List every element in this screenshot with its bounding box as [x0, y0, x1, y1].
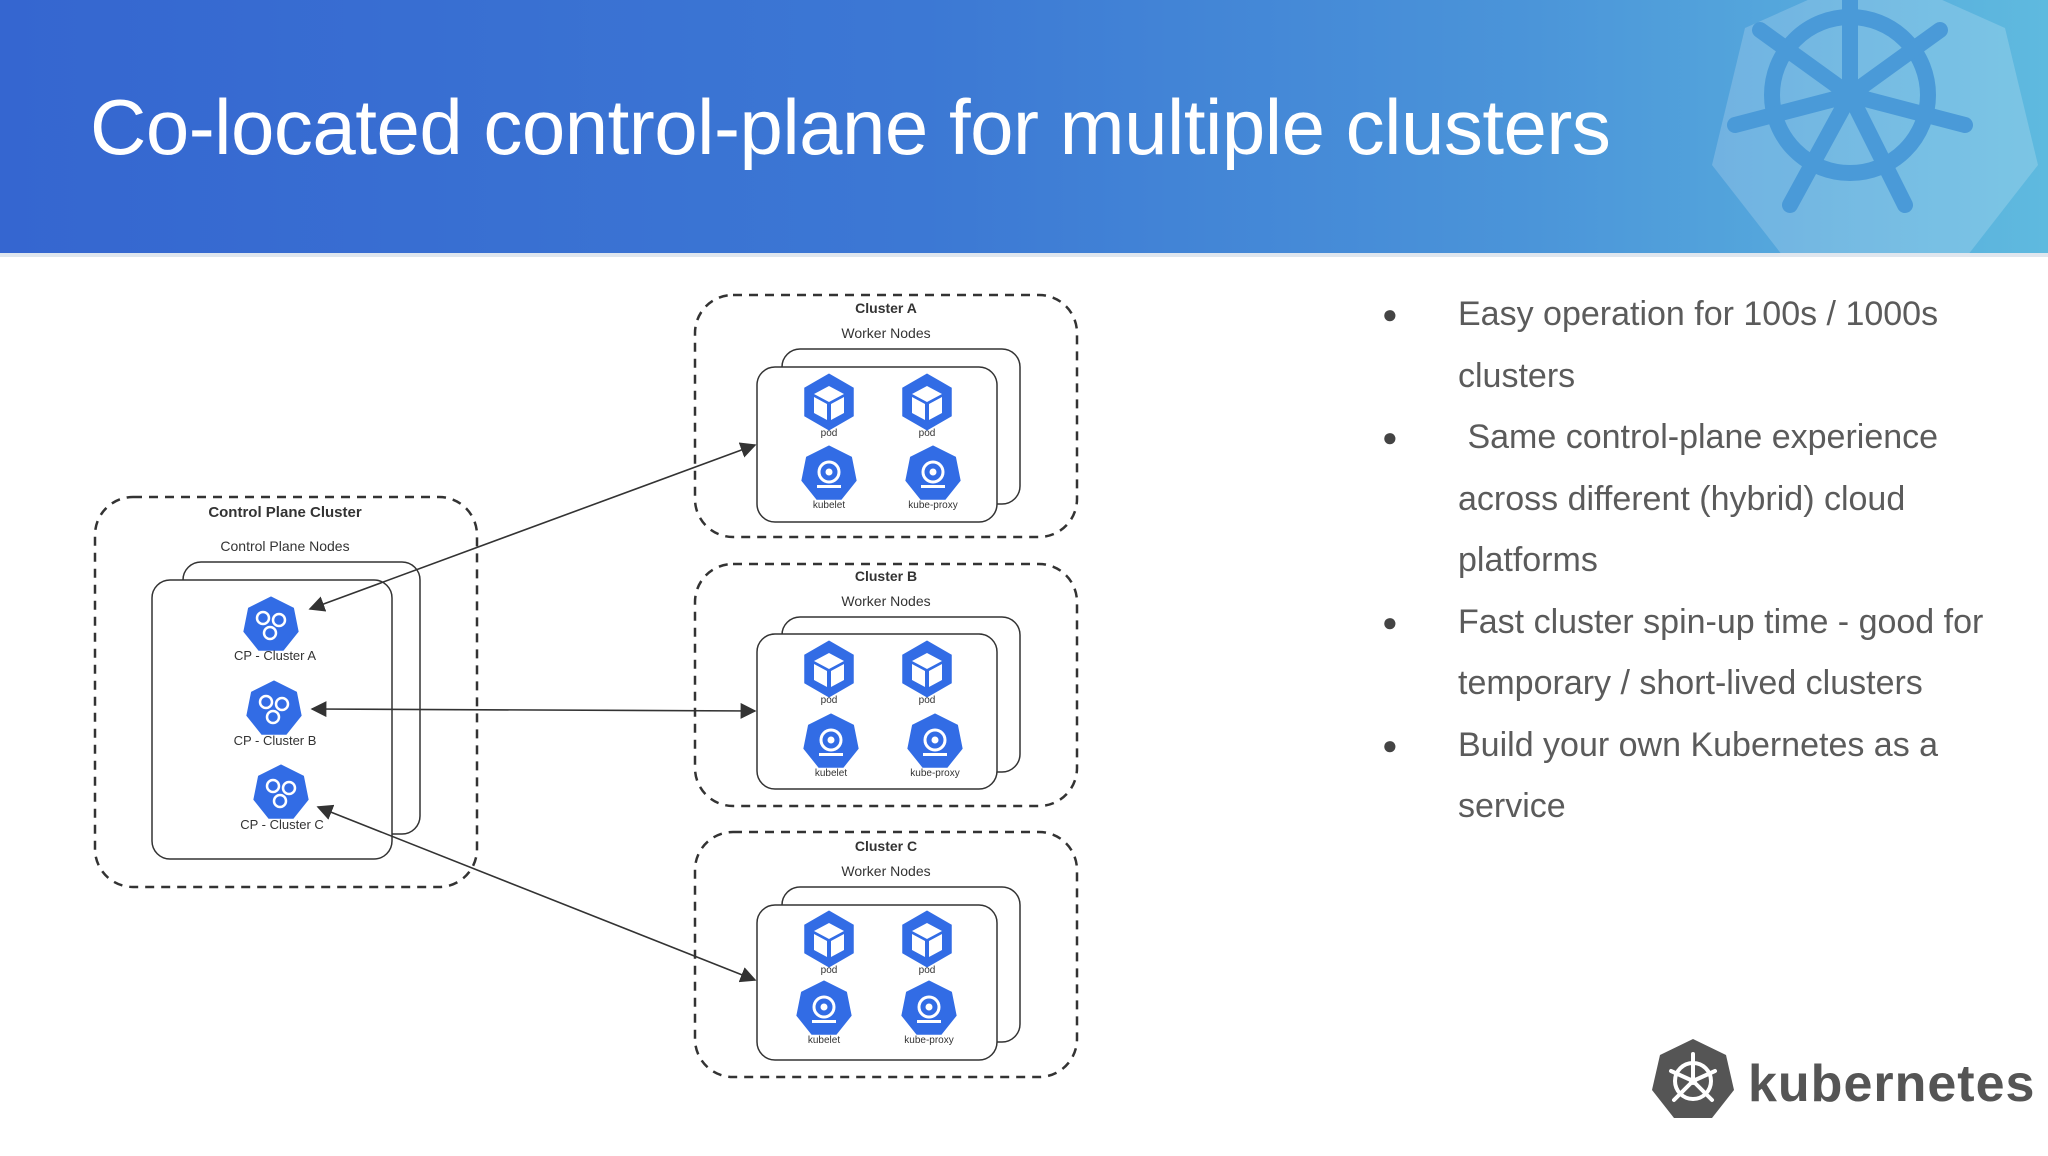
node-label: kube-proxy	[904, 1035, 953, 1046]
node-label: pod	[919, 428, 936, 439]
cp-item-label: CP - Cluster C	[240, 817, 324, 832]
worker-nodes-label: Worker Nodes	[841, 863, 930, 879]
control-plane-cluster: Control Plane Cluster Control Plane Node…	[93, 495, 479, 889]
kubernetes-helm-icon	[1712, 0, 2038, 255]
connector-arrow-b	[310, 701, 757, 719]
header-divider	[0, 253, 2048, 257]
connector-arrow-c	[316, 804, 757, 983]
bullet-item: ●Build your own Kubernetes as a service	[1382, 725, 1939, 826]
worker-nodes-label: Worker Nodes	[841, 325, 930, 341]
node-label: kubelet	[808, 1035, 840, 1046]
cluster-c: Cluster C Worker Nodes pod pod kubelet k…	[693, 830, 1079, 1079]
bullet-list: ●Easy operation for 100s / 1000s cluster…	[1380, 284, 2010, 838]
control-plane-cluster-title: Control Plane Cluster	[208, 504, 362, 521]
connector-arrow-a	[308, 442, 757, 612]
bullet-item: ●Easy operation for 100s / 1000s cluster…	[1382, 295, 1939, 395]
node-label: pod	[919, 965, 936, 976]
slide-header: Co-located control-plane for multiple cl…	[0, 0, 2048, 255]
node-label: pod	[821, 428, 838, 439]
node-label: pod	[821, 965, 838, 976]
node-label: kube-proxy	[910, 768, 959, 779]
kubernetes-wordmark: kubernetes	[1748, 1055, 2036, 1113]
bullet-item: ● Same control-plane experience across d…	[1382, 418, 1948, 579]
node-label: kube-proxy	[908, 500, 957, 511]
node-label: kubelet	[815, 768, 847, 779]
cluster-a: Cluster A Worker Nodes pod pod kubelet k…	[693, 293, 1079, 539]
slide-title: Co-located control-plane for multiple cl…	[90, 83, 1611, 171]
node-label: pod	[821, 695, 838, 706]
cluster-title: Cluster A	[855, 300, 917, 316]
architecture-diagram: Control Plane Cluster Control Plane Node…	[93, 293, 1079, 1079]
cp-item-label: CP - Cluster B	[234, 733, 317, 748]
node-label: kubelet	[813, 500, 845, 511]
kubernetes-logo-icon	[1652, 1039, 1734, 1118]
cluster-b: Cluster B Worker Nodes pod pod kubelet k…	[693, 562, 1079, 808]
cluster-title: Cluster B	[855, 568, 917, 584]
cluster-title: Cluster C	[855, 838, 917, 854]
control-plane-nodes-label: Control Plane Nodes	[220, 538, 349, 554]
cp-item-label: CP - Cluster A	[234, 648, 316, 663]
worker-nodes-label: Worker Nodes	[841, 593, 930, 609]
node-label: pod	[919, 695, 936, 706]
bullet-item: ●Fast cluster spin-up time - good for te…	[1382, 602, 1984, 703]
